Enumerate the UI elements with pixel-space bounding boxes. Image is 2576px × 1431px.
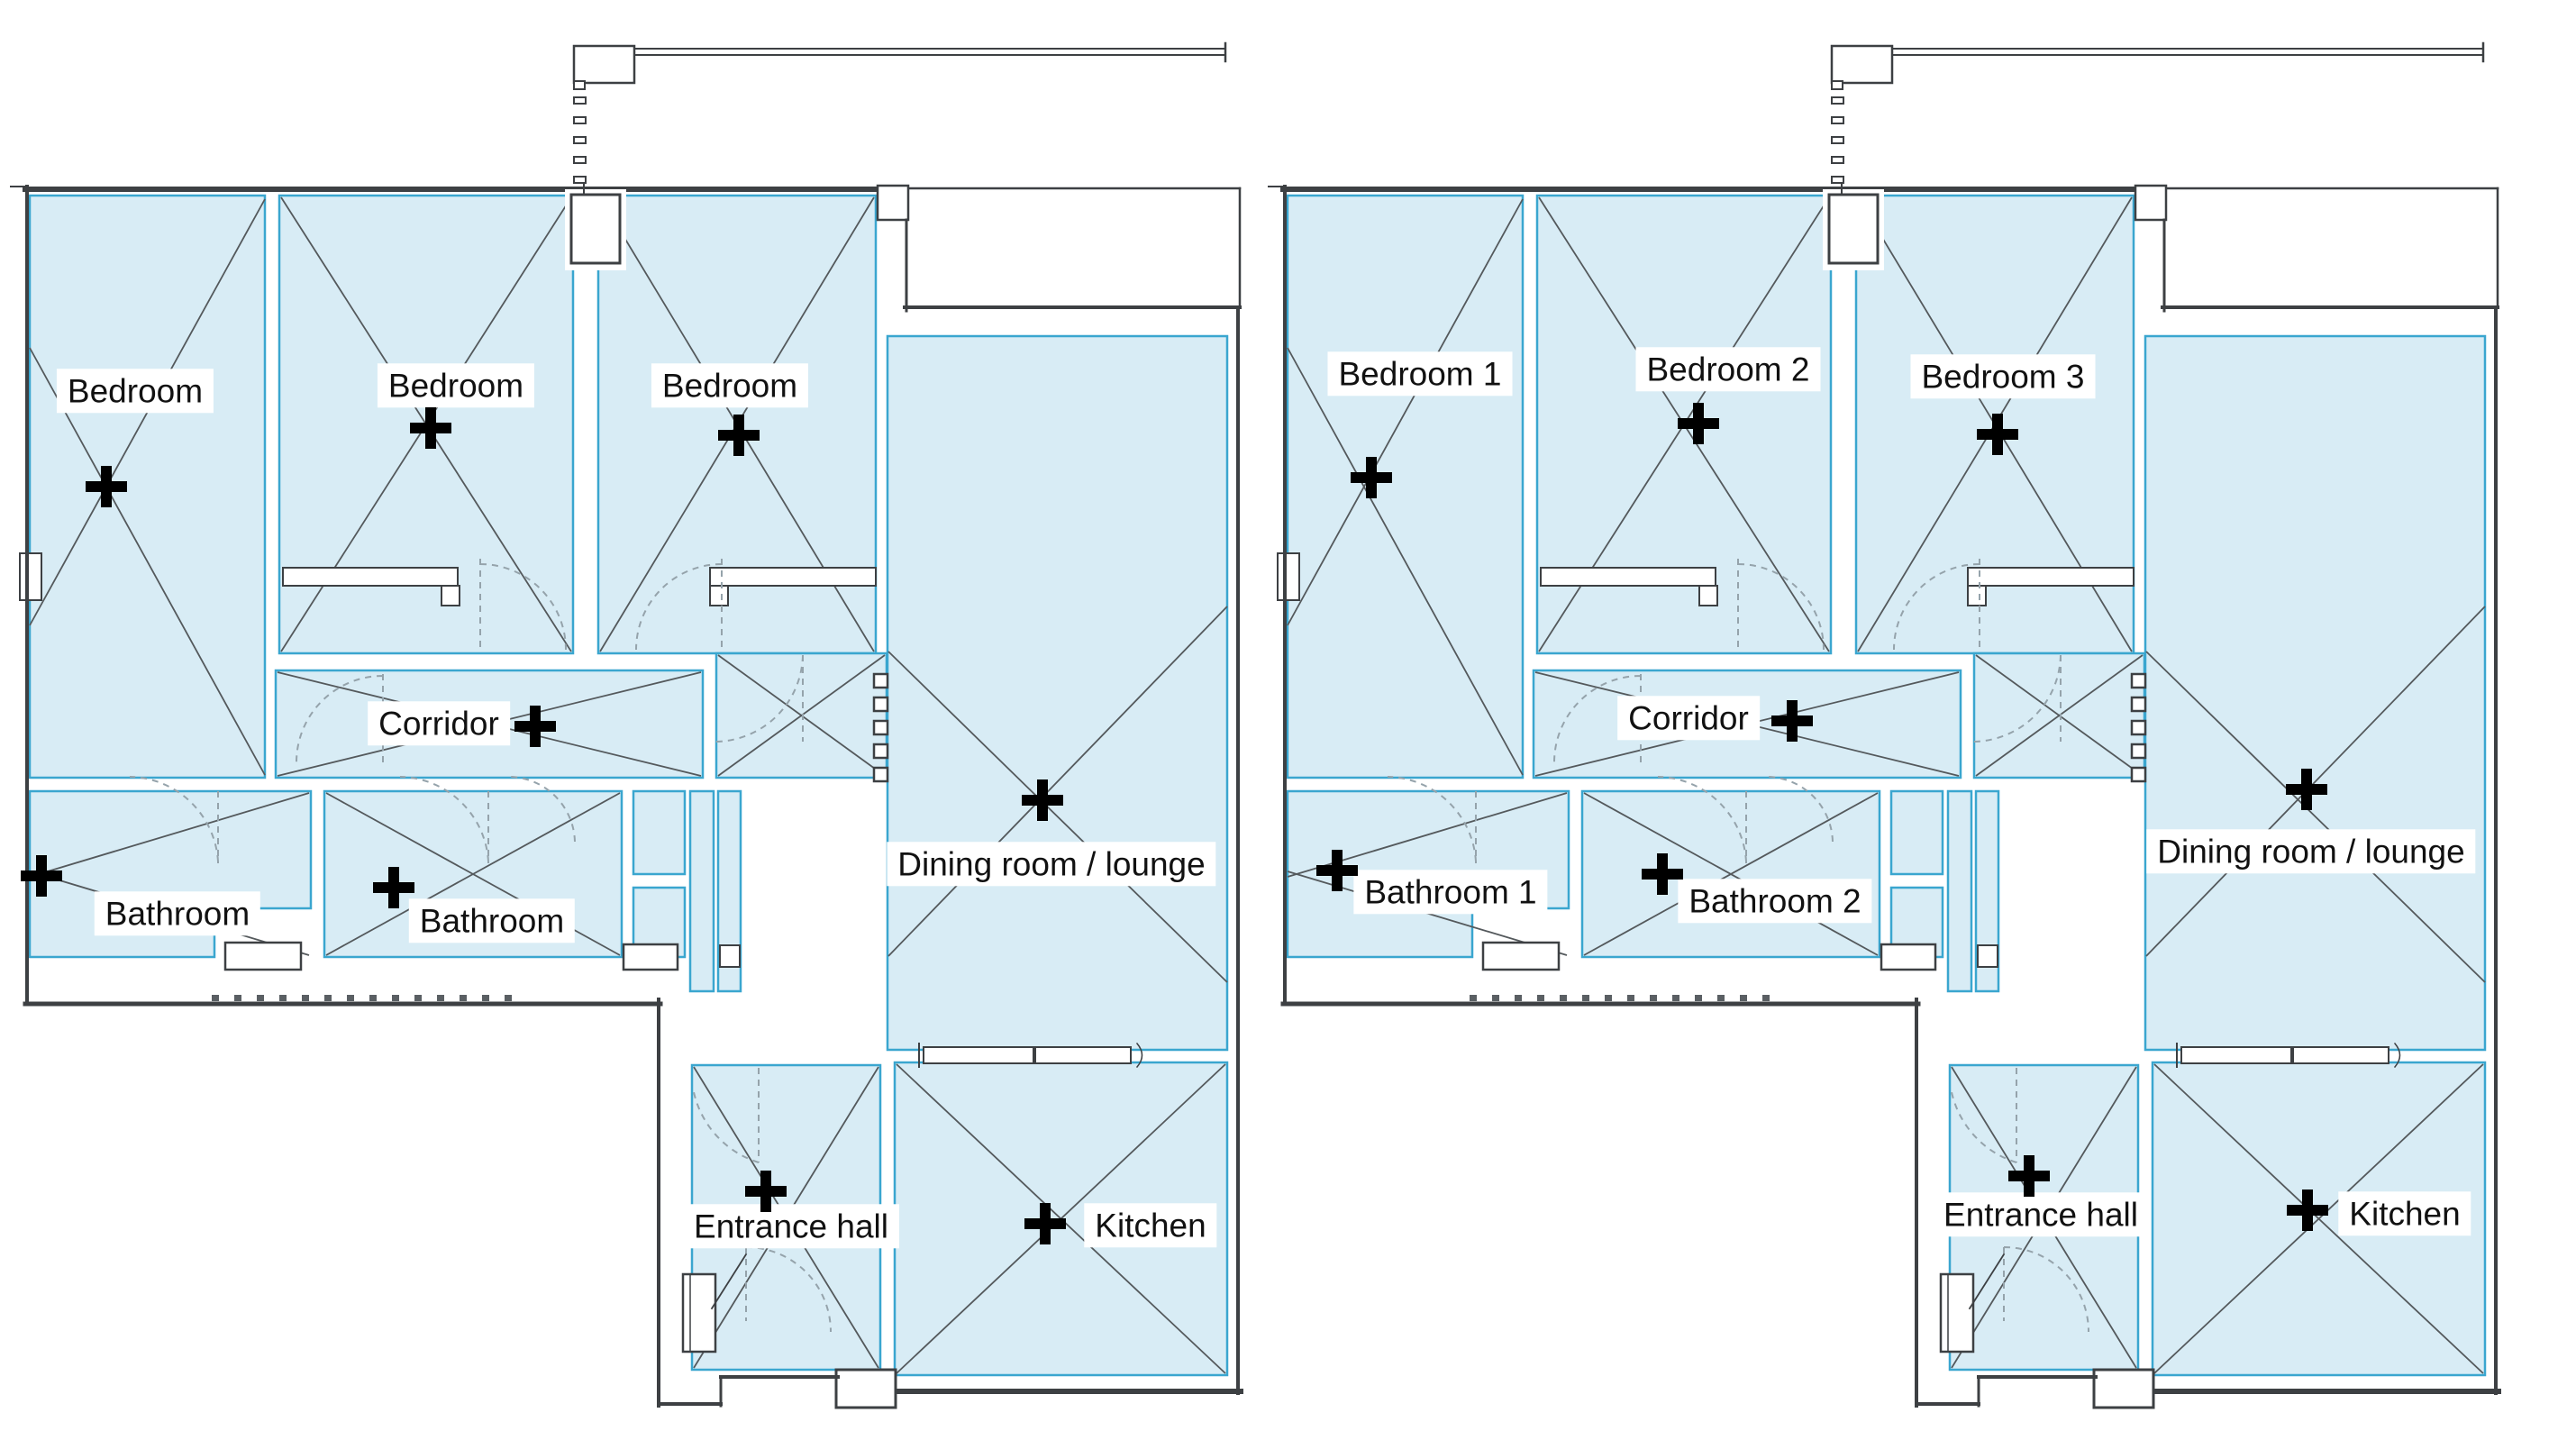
center-marker-bedroom-2: [1678, 403, 1719, 444]
center-marker-dining: [1022, 779, 1063, 821]
center-marker-bathroom-b: [373, 867, 414, 908]
center-marker-entrance: [2008, 1155, 2050, 1197]
center-marker-bathroom-a: [21, 855, 62, 897]
room-label-entrance: Entrance hall: [683, 1204, 899, 1249]
center-marker-bedroom-1: [1351, 457, 1392, 498]
center-marker-bedroom-b: [410, 407, 451, 449]
center-marker-bedroom-3: [1977, 414, 2018, 455]
room-label-corridor: Corridor: [1617, 696, 1760, 741]
center-marker-dining: [2286, 769, 2327, 810]
room-label-corridor: Corridor: [368, 701, 510, 746]
room-label-bedroom-b: Bedroom: [377, 363, 535, 408]
center-marker-bathroom-2: [1642, 853, 1683, 895]
room-label-bathroom-1: Bathroom 1: [1353, 870, 1548, 915]
room-label-dining: Dining room / lounge: [887, 842, 1216, 887]
room-label-bathroom-a: Bathroom: [94, 891, 261, 936]
room-label-kitchen: Kitchen: [1084, 1203, 1217, 1248]
center-marker-bedroom-c: [718, 415, 760, 456]
center-marker-bedroom-a: [86, 466, 127, 507]
center-marker-kitchen: [2287, 1189, 2328, 1231]
center-marker-corridor: [514, 706, 556, 747]
center-marker-kitchen: [1024, 1203, 1066, 1244]
room-label-bedroom-3: Bedroom 3: [1910, 354, 2096, 399]
room-label-bedroom-1: Bedroom 1: [1327, 351, 1513, 396]
room-label-dining: Dining room / lounge: [2146, 829, 2476, 874]
room-label-bathroom-b: Bathroom: [408, 898, 576, 943]
room-label-bathroom-2: Bathroom 2: [1678, 879, 1872, 924]
center-marker-corridor: [1771, 700, 1813, 742]
room-label-entrance: Entrance hall: [1933, 1192, 2149, 1237]
center-marker-bathroom-1: [1316, 850, 1358, 891]
center-marker-entrance: [745, 1171, 787, 1212]
room-label-bedroom-2: Bedroom 2: [1635, 347, 1821, 392]
room-label-kitchen: Kitchen: [2338, 1191, 2471, 1236]
room-label-bedroom-a: Bedroom: [56, 369, 214, 414]
room-label-bedroom-c: Bedroom: [651, 363, 809, 408]
